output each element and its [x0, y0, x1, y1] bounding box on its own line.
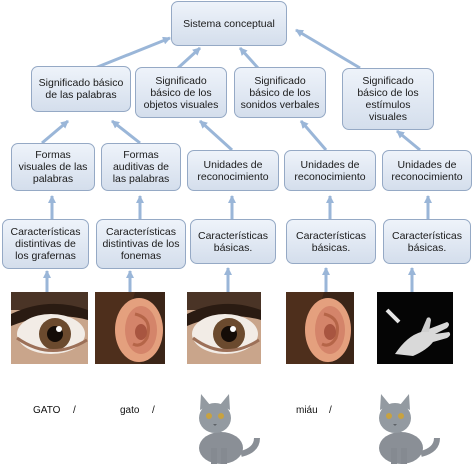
- node-caracteristicas-grafernas: Características distintivas de los grafe…: [2, 219, 89, 269]
- node-formas-auditivas: Formas auditivas de las palabras: [101, 143, 181, 191]
- separator-3: /: [329, 405, 332, 416]
- node-caracteristicas-fonemas: Características distintivas de los fonem…: [96, 219, 186, 269]
- ear-photo-1: [95, 292, 165, 364]
- word-gato-lower: gato: [120, 405, 140, 416]
- ear-photo-2: [286, 292, 354, 364]
- arrow-l3-5-to-l2: [396, 129, 421, 152]
- node-sistema-conceptual: Sistema conceptual: [171, 1, 287, 46]
- node-unidades-reconocimiento-2: Unidades de reconocimiento: [284, 150, 376, 191]
- eye-photo-2: [187, 292, 261, 364]
- cat-photo-2: [365, 384, 445, 468]
- node-significado-sonidos-verbales: Significado básico de los sonidos verbal…: [234, 67, 326, 118]
- word-gato-upper: GATO: [33, 405, 61, 416]
- arrow-l3-3-to-l2: [198, 119, 234, 152]
- arrow-l3-1-to-l2: [41, 119, 69, 145]
- separator-2: /: [152, 405, 155, 416]
- node-unidades-reconocimiento-3: Unidades de reconocimiento: [382, 150, 472, 191]
- node-significado-estimulos-visuales: Significado básico de los estímulos visu…: [342, 68, 434, 130]
- hand-photo: [377, 292, 453, 364]
- node-significado-palabras: Significado básico de las palabras: [31, 66, 131, 112]
- arrow-l2-1-to-top: [94, 36, 171, 70]
- arrow-l3-2-to-l2: [111, 119, 141, 145]
- node-formas-visuales: Formas visuales de las palabras: [11, 143, 95, 191]
- node-significado-objetos-visuales: Significado básico de los objetos visual…: [135, 67, 227, 118]
- node-caracteristicas-basicas-1: Características básicas.: [190, 219, 276, 264]
- eye-photo-1: [11, 292, 88, 364]
- node-unidades-reconocimiento-1: Unidades de reconocimiento: [187, 150, 279, 191]
- arrow-l2-4-to-top: [295, 28, 361, 70]
- node-caracteristicas-basicas-3: Características básicas.: [383, 219, 471, 264]
- cat-photo-1: [185, 384, 265, 468]
- arrow-l2-2-to-top: [176, 46, 202, 70]
- arrow-l3-4-to-l2: [299, 120, 328, 151]
- word-miau: miáu: [296, 405, 318, 416]
- arrow-l2-3-to-top: [238, 46, 260, 70]
- separator-1: /: [73, 405, 76, 416]
- node-caracteristicas-basicas-2: Características básicas.: [286, 219, 376, 264]
